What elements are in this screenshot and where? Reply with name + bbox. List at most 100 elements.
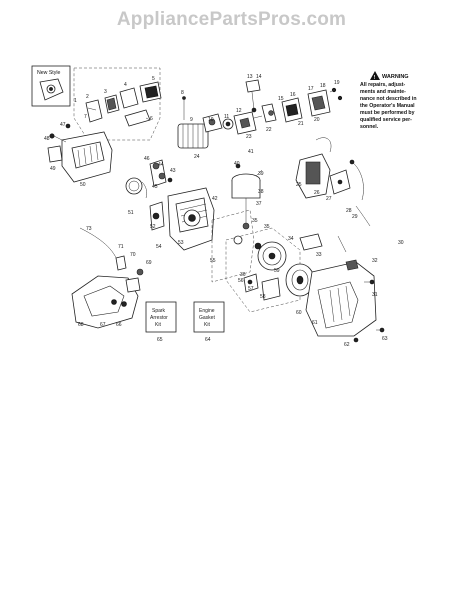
- callout-68: 68: [78, 322, 84, 328]
- callout-40: 40: [234, 161, 240, 167]
- carburetor-assembly: [177, 96, 263, 149]
- callout-35: 35: [252, 218, 258, 224]
- callout-69: 69: [146, 260, 152, 266]
- callout-19: 19: [334, 80, 340, 86]
- callout-7: 7: [84, 114, 87, 120]
- kit-number: 65: [157, 337, 163, 343]
- callout-30: 30: [398, 240, 404, 246]
- kit-line: Kit: [204, 322, 210, 328]
- spark-arrestor-kit-box: Spark Arrestor Kit 65: [145, 301, 177, 343]
- callout-11: 11: [224, 114, 229, 120]
- engine-gasket-kit-box: Engine Gasket Kit 64: [193, 301, 225, 343]
- kit-line: Spark: [152, 308, 166, 314]
- callout-labels: 1 2 3 4 5 6 7 8 9 10 11 12 13 14 15 16 1…: [44, 74, 404, 348]
- warning-line: All repairs, adjust-: [360, 82, 406, 88]
- callout-6: 6: [150, 116, 153, 122]
- kit-line: Arrestor: [150, 315, 168, 321]
- kit-line: Gasket: [199, 315, 215, 321]
- callout-41: 41: [248, 149, 254, 155]
- callout-22: 22: [266, 127, 272, 133]
- new-style-label: New Style: [37, 70, 60, 76]
- callout-56: 56: [238, 278, 244, 284]
- warning-notice: ! WARNING All repairs, adjust- ments and…: [360, 71, 417, 130]
- engine-housing-left: [47, 123, 113, 183]
- callout-48: 48: [44, 136, 50, 142]
- callout-36: 36: [240, 272, 246, 278]
- callout-44: 44: [158, 162, 164, 168]
- callout-70: 70: [130, 252, 136, 258]
- callout-60: 60: [296, 310, 302, 316]
- callout-32: 32: [372, 258, 378, 264]
- callout-18: 18: [320, 83, 326, 89]
- callout-39: 39: [258, 171, 264, 177]
- warning-line: ments and mainte-: [360, 89, 406, 95]
- callout-52: 52: [150, 224, 156, 230]
- callout-61: 61: [312, 320, 318, 326]
- callout-63: 63: [382, 336, 388, 342]
- callout-2: 2: [86, 94, 89, 100]
- warning-heading: WARNING: [382, 74, 409, 80]
- callout-29: 29: [352, 214, 358, 220]
- callout-45: 45: [152, 184, 158, 190]
- new-style-inset: New Style: [31, 65, 71, 107]
- starter-pulley: [261, 263, 315, 301]
- callout-58: 58: [260, 294, 266, 300]
- callout-53: 53: [178, 240, 184, 246]
- callout-71: 71: [118, 244, 124, 250]
- callout-8: 8: [181, 90, 184, 96]
- callout-59: 59: [274, 268, 280, 274]
- callout-26: 26: [314, 190, 320, 196]
- callout-49: 49: [50, 166, 56, 172]
- callout-33: 33: [316, 252, 322, 258]
- callout-54: 54: [156, 244, 162, 250]
- callout-31: 31: [372, 292, 378, 298]
- callout-62: 62: [344, 342, 350, 348]
- warning-line: qualified service per-: [360, 117, 412, 123]
- callout-57: 57: [248, 286, 254, 292]
- air-filter-assembly: [85, 81, 162, 127]
- callout-15: 15: [278, 96, 284, 102]
- callout-4: 4: [124, 82, 127, 88]
- callout-20: 20: [314, 117, 320, 123]
- ignition-module: [295, 137, 371, 227]
- piston-assembly: [231, 163, 263, 230]
- callout-67: 67: [100, 322, 106, 328]
- callout-12: 12: [236, 108, 242, 114]
- callout-24: 24: [194, 154, 200, 160]
- callout-42: 42: [212, 196, 218, 202]
- callout-47: 47: [60, 122, 66, 128]
- starter-housing: [305, 235, 385, 343]
- callout-16: 16: [290, 92, 296, 98]
- callout-10: 10: [208, 117, 214, 123]
- callout-55: 55: [210, 258, 216, 264]
- callout-17: 17: [308, 86, 314, 92]
- warning-line: must be performed by: [360, 110, 415, 116]
- fuel-tank: [71, 227, 144, 329]
- callout-25: 25: [296, 182, 302, 188]
- kit-line: Kit: [155, 322, 161, 328]
- callout-34: 34: [288, 236, 294, 242]
- callout-73: 73: [86, 226, 92, 232]
- warning-line: nance not described in: [360, 96, 417, 102]
- callout-27: 27: [326, 196, 332, 202]
- callout-37: 37: [256, 201, 262, 207]
- callout-9: 9: [190, 117, 193, 123]
- callout-1: 1: [74, 98, 77, 104]
- site-title: AppliancePartsPros.com: [116, 9, 347, 30]
- callout-51: 51: [128, 210, 134, 216]
- callout-38: 38: [258, 189, 264, 195]
- callout-46: 46: [144, 156, 150, 162]
- callout-14: 14: [256, 74, 262, 80]
- callout-35: 35: [264, 224, 270, 230]
- kit-line: Engine: [199, 308, 215, 314]
- svg-text:!: !: [374, 75, 376, 81]
- callout-28: 28: [346, 208, 352, 214]
- callout-66: 66: [116, 322, 122, 328]
- carburetor-linkage: [245, 79, 343, 123]
- warning-line: sonnel.: [360, 124, 379, 130]
- callout-13: 13: [247, 74, 253, 80]
- kit-number: 64: [205, 337, 211, 343]
- callout-43: 43: [170, 168, 176, 174]
- callout-23: 23: [246, 134, 252, 140]
